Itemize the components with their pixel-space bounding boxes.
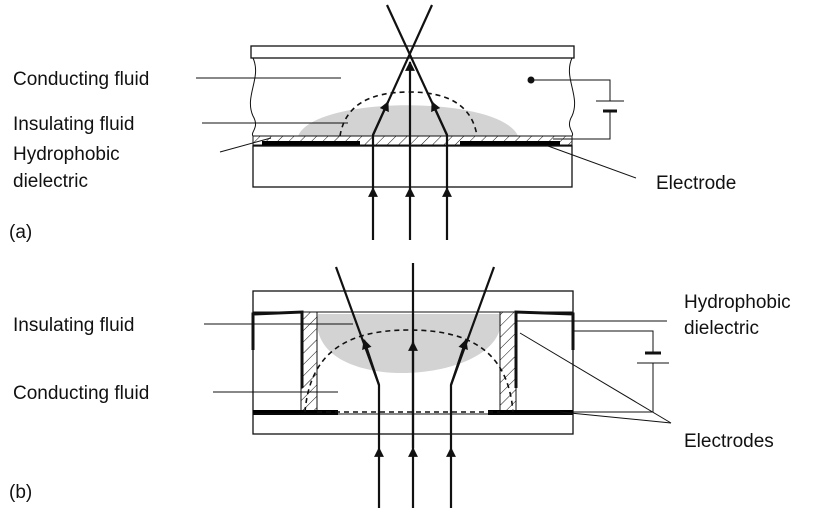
ray-right-arrow-a xyxy=(430,101,449,136)
label-hydrophobic-b-line1: Hydrophobic xyxy=(684,292,791,313)
label-electrodes-b: Electrodes xyxy=(684,431,774,452)
leader-electrode-a xyxy=(547,145,637,179)
electrode-right-a xyxy=(460,141,560,146)
dielectric-layer-a xyxy=(252,135,573,146)
ray-right-a xyxy=(386,4,449,188)
electrode-top-right-b xyxy=(514,310,575,388)
label-hydrophobic-a-line1: Hydrophobic xyxy=(13,144,120,165)
battery-circuit-b xyxy=(573,330,669,413)
left-wall-a xyxy=(249,57,257,137)
label-insulating-fluid-a: Insulating fluid xyxy=(13,114,134,135)
label-hydrophobic-a-line2: dielectric xyxy=(13,171,88,192)
leader-electrodes-b1 xyxy=(519,332,672,424)
electrode-bottom-left-b xyxy=(253,410,338,415)
leader-electrodes-b2 xyxy=(559,411,672,424)
panel-b: Insulating fluid Conducting fluid Hydrop… xyxy=(9,263,791,508)
right-wall-a xyxy=(568,57,576,137)
dashed-contour-b xyxy=(304,329,514,413)
electrode-left-a xyxy=(262,141,360,146)
ray-right-arrow-b xyxy=(449,339,468,386)
electrode-top-left-b xyxy=(251,310,304,388)
panel-tag-a: (a) xyxy=(9,222,32,243)
insulating-droplet-a xyxy=(298,105,518,136)
label-electrode-a: Electrode xyxy=(656,173,736,194)
wall-right-b xyxy=(499,311,517,413)
label-hydrophobic-b-line2: dielectric xyxy=(684,318,759,339)
electrode-bottom-right-b xyxy=(488,410,573,415)
panel-a: Conducting fluid Insulating fluid Hydrop… xyxy=(9,4,736,243)
ray-left-arrow-b xyxy=(362,339,381,386)
panel-tag-b: (b) xyxy=(9,482,32,503)
label-conducting-fluid-a: Conducting fluid xyxy=(13,69,149,90)
battery-circuit-a xyxy=(527,76,624,140)
label-conducting-fluid-b: Conducting fluid xyxy=(13,383,149,404)
ray-left-a xyxy=(371,4,434,188)
label-insulating-fluid-b: Insulating fluid xyxy=(13,315,134,336)
leader-hydrophobic-a xyxy=(219,137,272,153)
ray-left-arrow-a xyxy=(371,101,390,136)
bottom-substrate-a xyxy=(252,145,573,188)
